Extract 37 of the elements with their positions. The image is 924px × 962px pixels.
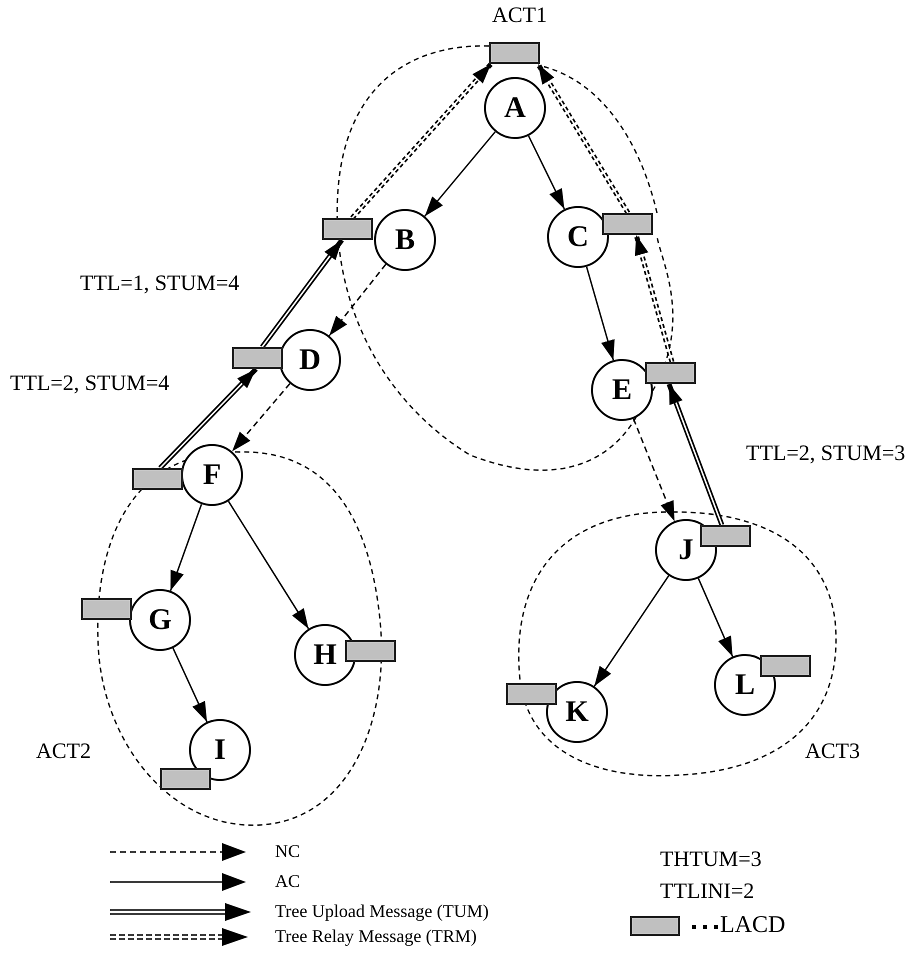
lacd-box xyxy=(506,683,557,705)
cluster-label: ACT2 xyxy=(36,738,91,764)
node-circle: H xyxy=(294,624,356,686)
lacd-box xyxy=(345,640,396,662)
lacd-box xyxy=(645,362,696,384)
lacd-box xyxy=(132,468,183,490)
legend-label: Tree Upload Message (TUM) xyxy=(275,901,489,922)
node-circle: K xyxy=(546,681,608,743)
node-circle: L xyxy=(714,654,776,716)
cluster-label: ACT1 xyxy=(492,2,547,28)
node-circle: E xyxy=(591,359,653,421)
legend-label: AC xyxy=(275,871,300,892)
lacd-box xyxy=(602,213,653,235)
legend-label: NC xyxy=(275,841,300,862)
legend-label: LACD xyxy=(720,912,786,939)
node-circle: I xyxy=(189,719,251,781)
parameter-label: THTUM=3 xyxy=(660,846,762,872)
lacd-box xyxy=(700,525,751,547)
lacd-box xyxy=(232,347,283,369)
lacd-box xyxy=(81,598,132,620)
parameter-label: TTLINI=2 xyxy=(660,878,754,904)
edge-label: TTL=2, STUM=3 xyxy=(746,440,906,466)
node-circle: F xyxy=(181,444,243,506)
edge-label: TTL=1, STUM=4 xyxy=(80,270,240,296)
lacd-box xyxy=(489,42,540,64)
node-circle: A xyxy=(484,77,546,139)
legend-label: Tree Relay Message (TRM) xyxy=(275,926,477,947)
node-circle: C xyxy=(547,206,609,268)
edge-label: TTL=2, STUM=4 xyxy=(10,370,170,396)
node-circle: G xyxy=(129,589,191,651)
lacd-box xyxy=(160,768,211,790)
lacd-box xyxy=(322,218,373,240)
node-circle: D xyxy=(279,329,341,391)
node-circle: J xyxy=(655,519,717,581)
cluster-label: ACT3 xyxy=(805,738,860,764)
lacd-box xyxy=(760,655,811,677)
node-circle: B xyxy=(374,209,436,271)
